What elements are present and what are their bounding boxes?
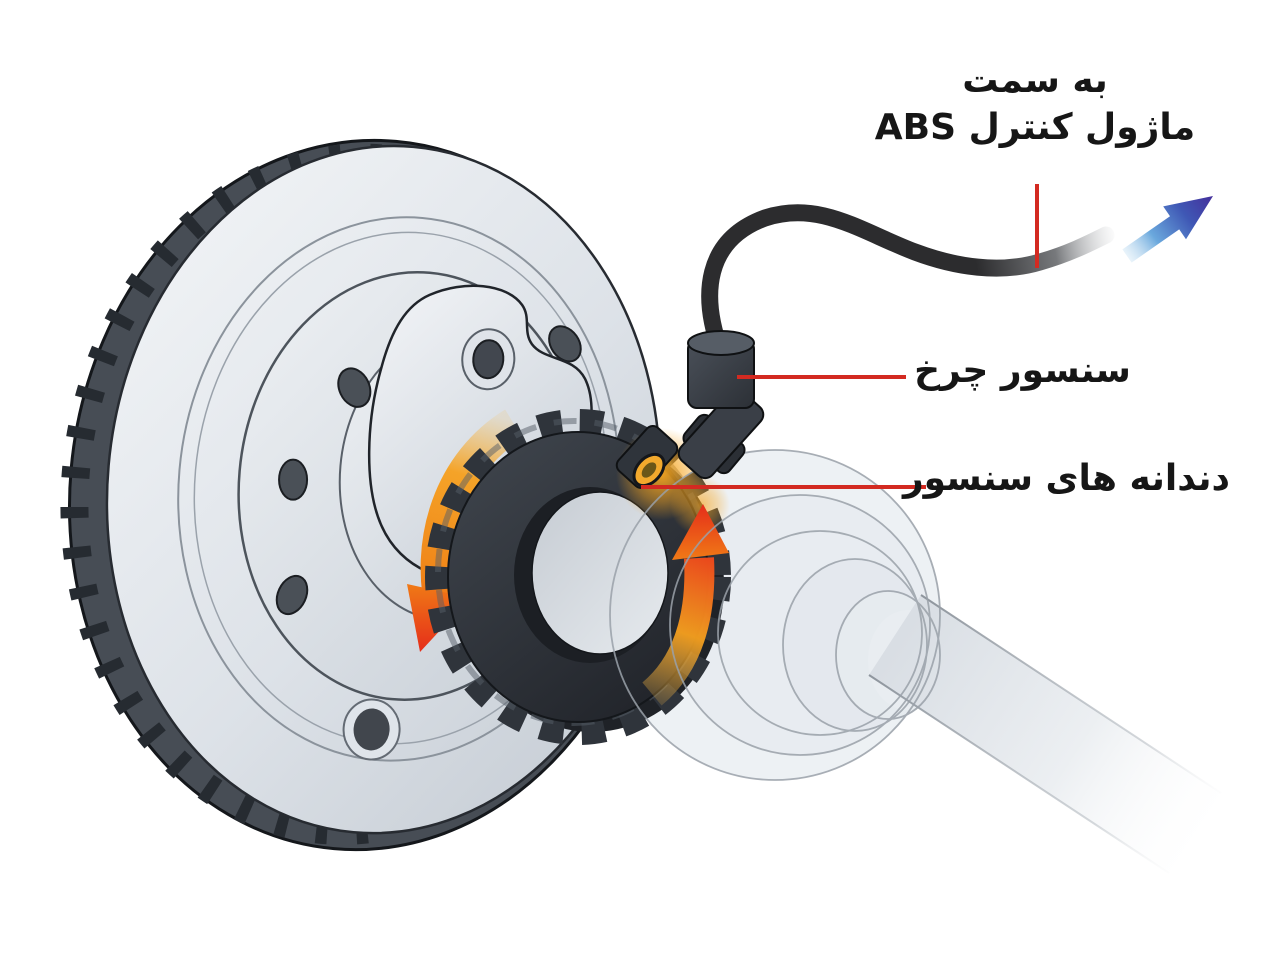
- axle-edge: [920, 594, 1222, 794]
- sensor-body-cap: [687, 330, 755, 356]
- flange-hole: [472, 339, 505, 380]
- label-abs-module-line1: به سمت: [962, 60, 1108, 101]
- label-wheel-sensor: سنسور چرخ: [914, 350, 1131, 391]
- sensor-tip-core: [641, 462, 657, 478]
- bolt-hole: [278, 458, 309, 501]
- label-abs-module-line2: ماژول کنترل ABS: [874, 106, 1196, 148]
- label-sensor-teeth: دندانه های سنسور: [902, 458, 1230, 499]
- rotation-arrow-right: [641, 504, 729, 706]
- rotation-arrowhead-right: [672, 504, 729, 560]
- sensor-read-glow: [670, 475, 730, 535]
- leader-lines: [641, 184, 1039, 489]
- wheel-speed-sensor: [615, 204, 1115, 489]
- tone-ring-teeth: [425, 409, 731, 745]
- cv-joint-outlines: [609, 449, 941, 781]
- sensor-cable: [701, 204, 1115, 361]
- lug-hole: [342, 698, 401, 761]
- abs-direction-arrow-icon: [1122, 196, 1213, 263]
- axle-edge: [868, 674, 1170, 874]
- label-abs-module: به سمت ماژول کنترل ABS: [845, 58, 1225, 152]
- axle-shaft: [869, 595, 1221, 873]
- bolt-hole: [548, 325, 582, 363]
- bolt-hole: [275, 574, 309, 616]
- tone-ring-opening: [531, 491, 669, 655]
- bolt-hole: [337, 367, 372, 408]
